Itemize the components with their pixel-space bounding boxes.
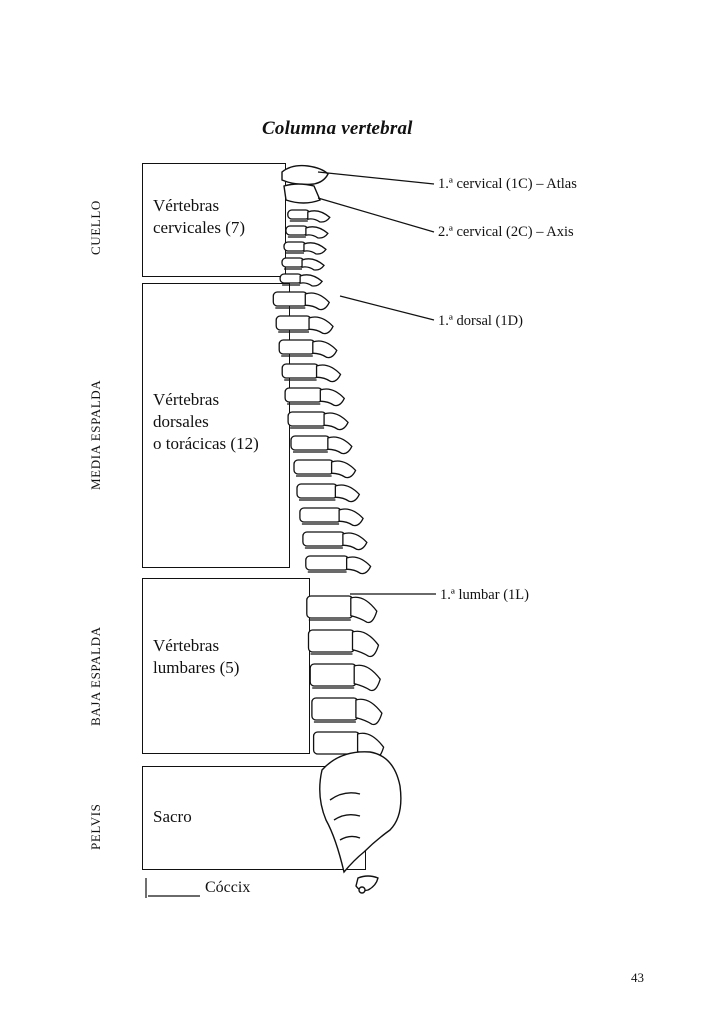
callout-atlas: 1.ª cervical (1C) – Atlas — [438, 176, 577, 192]
vertebra-body — [287, 209, 311, 220]
sacrum-bone — [319, 751, 402, 874]
cervical-box — [142, 163, 286, 277]
vertebra-process — [301, 258, 325, 271]
lumbar-line-2: lumbares (5) — [153, 658, 240, 677]
cervical-box-text: Vértebras cervicales (7) — [153, 195, 245, 239]
vertebra-process — [315, 364, 342, 383]
dorsal-box — [142, 283, 290, 568]
dorsal-line-1: Vértebras — [153, 390, 220, 409]
vertebra-process — [312, 340, 338, 359]
vertebra-body — [272, 291, 308, 307]
vertebra-body — [293, 459, 335, 475]
callout-first-lumbar: 1.ª lumbar (1L) — [440, 587, 529, 603]
diagram-title: Columna vertebral — [262, 118, 413, 139]
vertebra-process — [350, 596, 378, 624]
vertebra-process — [327, 436, 353, 455]
vertebra-body — [307, 629, 356, 653]
vertebra-process — [353, 664, 381, 692]
sacrum-detail — [329, 792, 361, 841]
vertebra-body — [290, 435, 331, 451]
vertebra-body — [281, 257, 305, 268]
coccyx-label: Cóccix — [205, 879, 251, 896]
vertebra-process — [351, 630, 380, 658]
vertebra-process — [342, 532, 368, 551]
cervical-line-1: Vértebras — [153, 196, 220, 215]
vertebra-body — [306, 595, 354, 619]
vertebra-body — [275, 315, 312, 331]
vertebra-process — [305, 226, 329, 239]
vertebra-body — [311, 697, 359, 721]
vertebra-process — [334, 484, 361, 503]
vertebra-body — [283, 241, 307, 252]
dorsal-line-2: dorsales — [153, 412, 209, 431]
vertebra-process — [303, 242, 327, 255]
vertebra-body — [287, 411, 327, 427]
vertebra-process — [330, 460, 357, 479]
vertebra-process — [299, 274, 324, 287]
vertebra-body — [285, 225, 309, 236]
cervical-line-2: cervicales (7) — [153, 218, 246, 237]
vertebra-body — [302, 531, 346, 547]
callout-first-dorsal: 1.ª dorsal (1D) — [438, 313, 523, 329]
vertebra-body — [296, 483, 339, 499]
dorsal-line-3: o torácicas (12) — [153, 434, 259, 453]
axis-vertebra — [283, 183, 321, 204]
leader-atlas — [317, 171, 435, 185]
lumbar-line-1: Vértebras — [153, 636, 220, 655]
vertebra-process — [323, 412, 349, 431]
lumbar-box — [142, 578, 310, 754]
vertebra-process — [338, 508, 364, 527]
lumbar-box-text: Vértebras lumbares (5) — [153, 635, 239, 679]
vertebra-process — [355, 698, 383, 726]
vertebra-body — [312, 731, 361, 755]
vertebra-body — [299, 507, 342, 523]
vertebra-body — [279, 273, 303, 284]
vertebra-process — [319, 388, 346, 407]
vertebra-body — [281, 363, 320, 379]
dorsal-box-text: Vértebras dorsales o torácicas (12) — [153, 389, 259, 455]
sacrum-line-1: Sacro — [153, 807, 192, 826]
callout-axis: 2.ª cervical (2C) – Axis — [438, 224, 574, 240]
vertebra-process — [308, 316, 334, 335]
vertebra-process — [304, 292, 331, 311]
leader-first-dorsal — [339, 295, 435, 321]
vertebra-process — [307, 210, 331, 223]
vertebra-process — [345, 556, 372, 575]
vertebra-body — [284, 387, 323, 403]
sacrum-box-text: Sacro — [153, 806, 192, 828]
page-number: 43 — [631, 970, 644, 985]
atlas-vertebra — [281, 164, 329, 186]
vertebra-body — [278, 339, 316, 355]
vertebra-body — [305, 555, 350, 571]
vertebra-body — [309, 663, 357, 687]
leader-axis — [317, 197, 435, 233]
coccyx-tip — [358, 886, 366, 894]
